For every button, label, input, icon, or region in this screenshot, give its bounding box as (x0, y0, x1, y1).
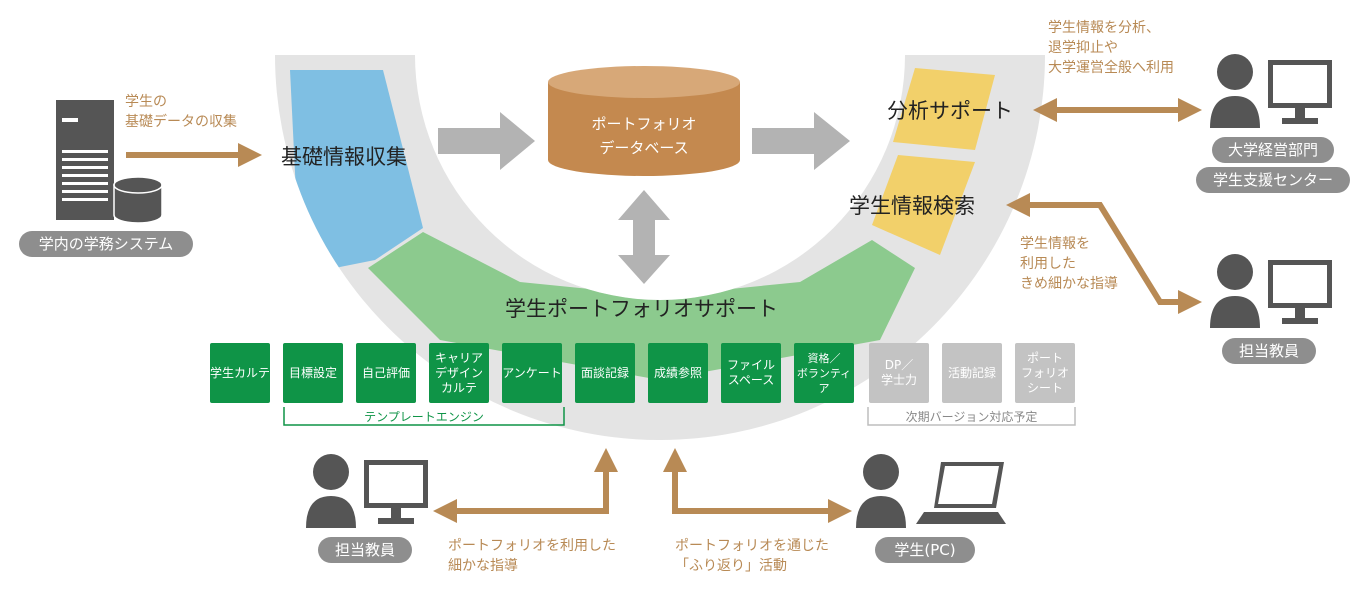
teacher-pill-bottom: 担当教員 (318, 537, 412, 563)
database-label: ポートフォリオ データベース (591, 115, 697, 157)
brown-arrow-student (663, 448, 852, 523)
collect-label: 学生の 基礎データの収集 (125, 94, 237, 130)
person-monitor-icon-dept (1210, 54, 1332, 128)
next-version-label: 次期バージョン対応予定 (905, 410, 1038, 424)
dept-pill-1: 大学経営部門 (1212, 137, 1334, 163)
brown-arrow-search (1006, 193, 1202, 314)
module-file-space[interactable]: ファイル スペース (721, 343, 781, 403)
basic-info-label: 基礎情報収集 (281, 145, 407, 169)
future-bracket (867, 407, 1076, 426)
teacher-pill-right: 担当教員 (1222, 338, 1316, 364)
module-activity-record: 活動記録 (942, 343, 1002, 403)
module-goal-setting[interactable]: 目標設定 (283, 343, 343, 403)
module-grade-reference[interactable]: 成績参照 (648, 343, 708, 403)
yellow-upper-segment (893, 68, 995, 150)
server-icon (56, 100, 163, 224)
module-self-evaluation[interactable]: 自己評価 (356, 343, 416, 403)
student-search-label: 学生情報検索 (849, 194, 975, 218)
system-pill: 学内の学務システム (19, 231, 193, 257)
gray-arrow-vertical (618, 190, 670, 284)
person-laptop-icon-student (856, 454, 1006, 528)
database-cylinder (548, 66, 740, 176)
module-interview-record[interactable]: 面談記録 (575, 343, 635, 403)
gray-arrow-left (438, 112, 535, 170)
person-monitor-icon-teacher-right (1210, 254, 1332, 328)
template-engine-label: テンプレートエンジン (364, 410, 484, 424)
gray-arrow-right (752, 112, 850, 170)
module-portfolio-sheet: ポート フォリオ シート (1015, 343, 1075, 403)
brown-arrow-teacher-bottom (433, 448, 618, 523)
teacher-bottom-label: ポートフォリオを利用した 細かな指導 (448, 538, 616, 574)
portfolio-support-label: 学生ポートフォリオサポート (505, 297, 778, 321)
student-pc-pill: 学生(PC) (875, 537, 975, 563)
template-bracket (283, 407, 565, 426)
yellow-lower-segment (872, 155, 975, 255)
module-dp: DP／ 学士力 (869, 343, 929, 403)
module-questionnaire[interactable]: アンケート (502, 343, 562, 403)
module-qualification-volunteer[interactable]: 資格／ ボランティア (794, 343, 854, 403)
student-activity-label: ポートフォリオを通じた 「ふり返り」活動 (675, 538, 829, 574)
analysis-support-label: 分析サポート (887, 99, 1013, 123)
module-student-karte[interactable]: 学生カルテ (210, 343, 270, 403)
module-career-design[interactable]: キャリア デザイン カルテ (429, 343, 489, 403)
person-monitor-icon-teacher-bottom (306, 454, 428, 528)
blue-segment (290, 70, 423, 275)
teacher-use-label: 学生情報を 利用した きめ細かな指導 (1020, 236, 1118, 292)
analysis-use-label: 学生情報を分析、 退学抑止や 大学運営全般へ利用 (1048, 20, 1174, 76)
dept-pill-2: 学生支援センター (1196, 167, 1350, 193)
